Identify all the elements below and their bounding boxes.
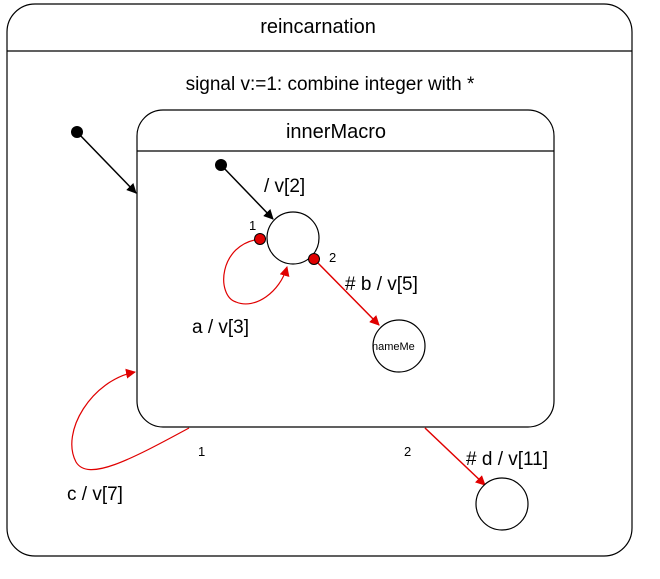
- inner-state-title: innerMacro: [286, 121, 386, 143]
- inner-self-loop-label: a / v[3]: [192, 317, 249, 338]
- outer-initial-transition[interactable]: [76, 131, 137, 194]
- outer-state-declaration: signal v:=1: combine integer with *: [186, 74, 475, 95]
- outer-target-state[interactable]: [475, 477, 529, 531]
- inner-exit-label: # b / v[5]: [345, 274, 418, 295]
- inner-self-loop-priority: 1: [249, 218, 256, 233]
- inner-simple-state[interactable]: [266, 211, 320, 265]
- inner-initial-transition[interactable]: [220, 164, 274, 220]
- inner-self-loop-port[interactable]: [254, 233, 266, 245]
- outer-exit-transition[interactable]: [424, 427, 486, 486]
- inner-target-state[interactable]: [372, 319, 426, 373]
- inner-state-box: [136, 109, 555, 428]
- outer-loop-label: c / v[7]: [67, 484, 123, 505]
- inner-exit-priority: 2: [329, 250, 336, 265]
- inner-state-innermacro[interactable]: innerMacro: [136, 109, 555, 428]
- outer-exit-label: # d / v[11]: [466, 449, 548, 470]
- outer-exit-priority: 2: [404, 444, 411, 459]
- outer-state-box: [6, 3, 633, 557]
- inner-target-state-name: nameMe: [372, 341, 415, 353]
- outer-state-title: reincarnation: [260, 16, 376, 38]
- inner-self-loop-transition[interactable]: [223, 238, 290, 305]
- outer-loop-transition[interactable]: [71, 368, 190, 471]
- inner-exit-port[interactable]: [308, 253, 320, 265]
- outer-state-reincarnation[interactable]: reincarnation signal v:=1: combine integ…: [6, 3, 633, 557]
- inner-exit-transition[interactable]: [313, 258, 380, 326]
- outer-loop-priority: 1: [198, 444, 205, 459]
- inner-initial-label: / v[2]: [264, 176, 305, 197]
